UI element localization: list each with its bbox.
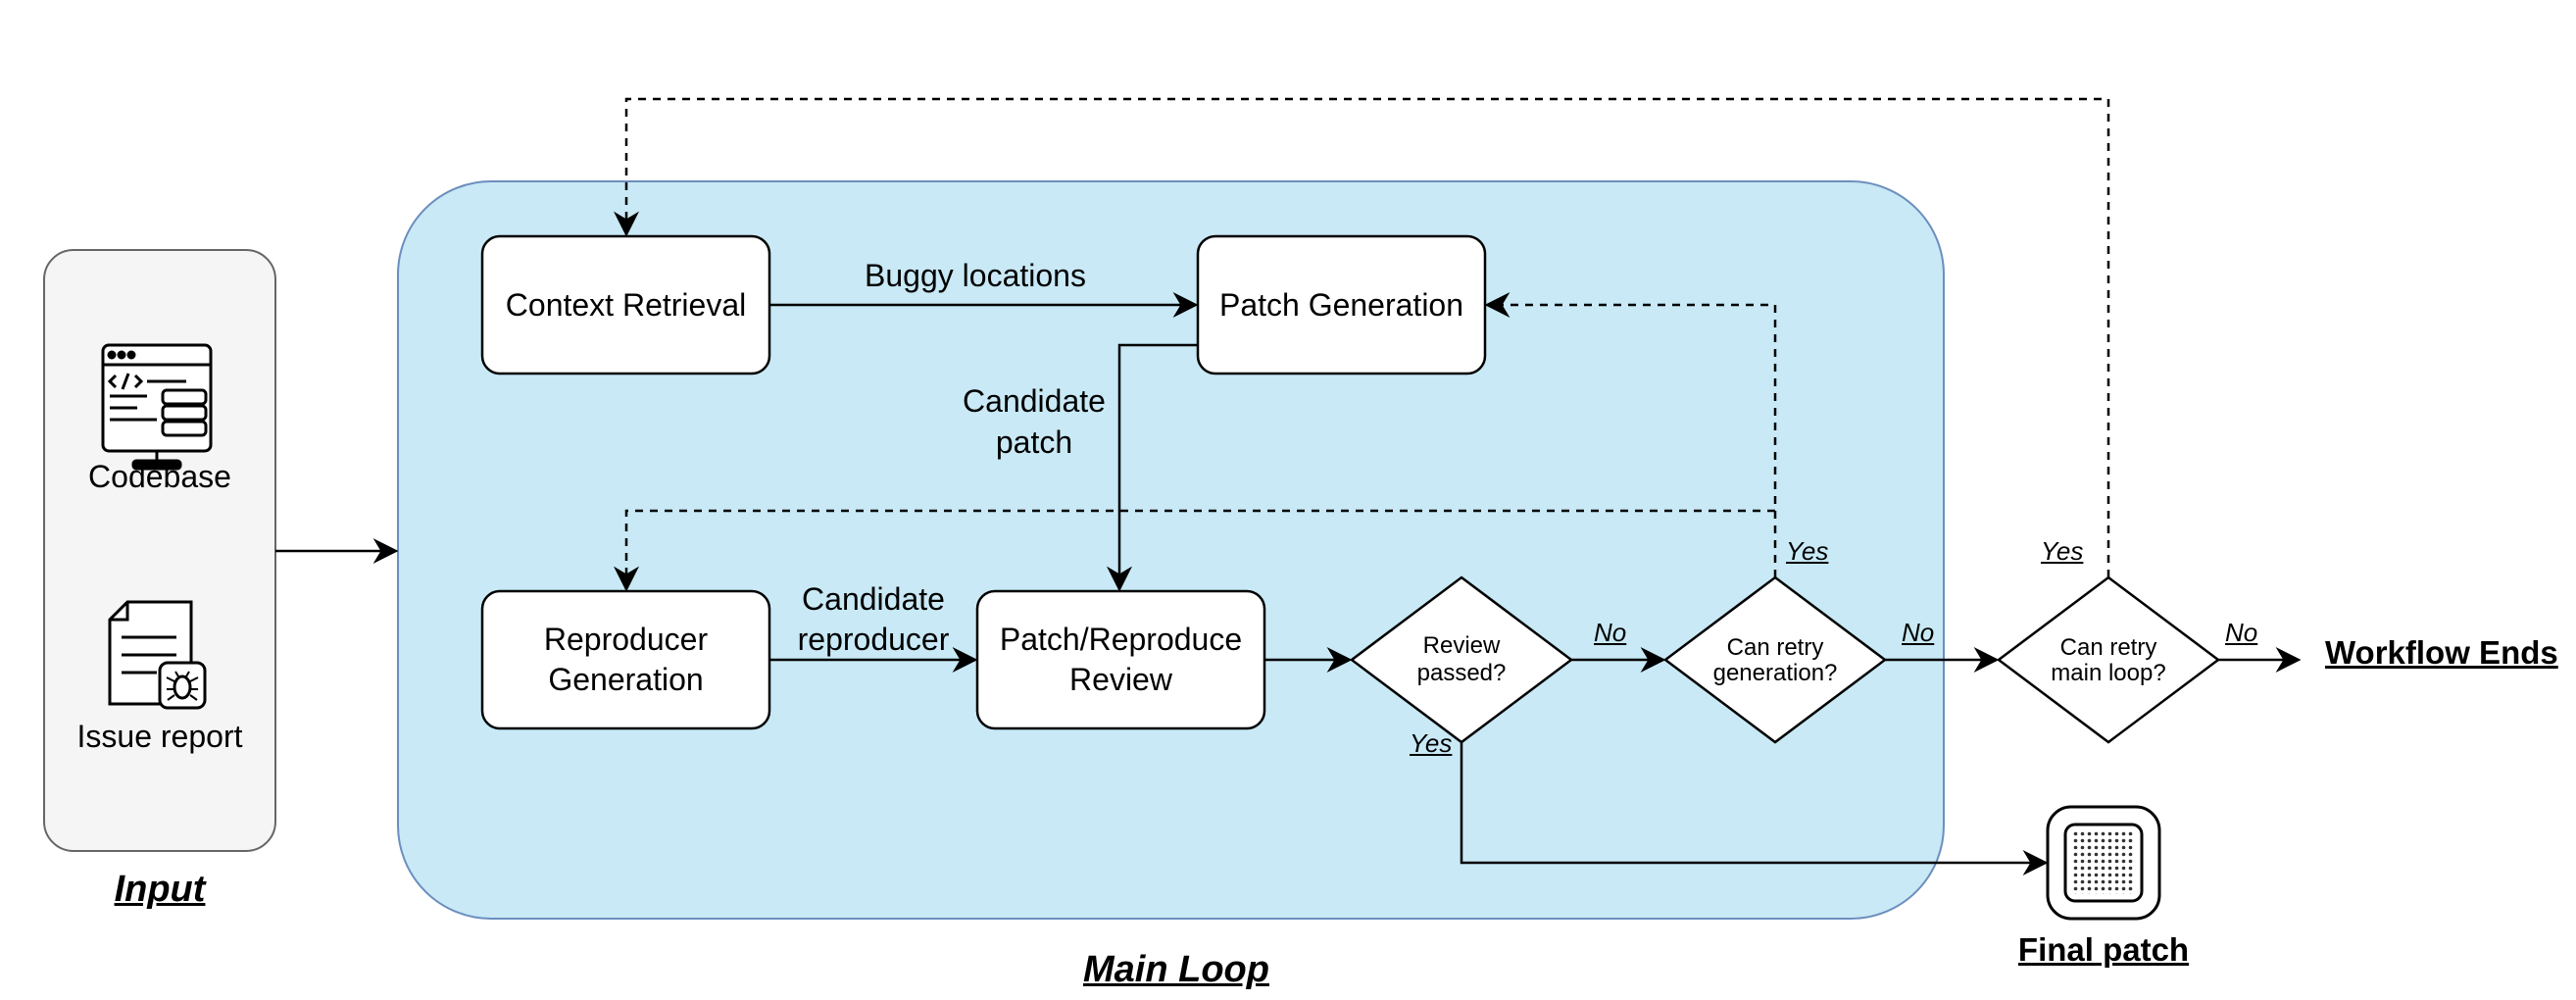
context-retrieval-label: Context Retrieval [505, 287, 747, 323]
retry-main-loop-label-line2: main loop? [2051, 660, 2166, 686]
retry-main-loop-label-line1: Can retry [2059, 634, 2157, 661]
retry-generation-label-line1: Can retry [1726, 634, 1824, 661]
retry-generation-decision [1662, 575, 1888, 744]
buggy-locations-label: Buggy locations [865, 258, 1086, 293]
reproducer-generation-label-line1: Reproducer [543, 622, 709, 657]
code-window-icon [101, 343, 213, 471]
edge-review-yes [1460, 742, 2049, 875]
edge-retry-main-yes [614, 97, 2110, 577]
patch-grid-icon [2046, 805, 2161, 921]
input-title: Input [114, 869, 206, 910]
edge-retry-gen-yes-reproducer [614, 509, 1775, 592]
candidate-reproducer-label-line1: Candidate [802, 581, 945, 617]
main-loop-title: Main Loop [1083, 949, 1269, 990]
patch-review-label-line2: Review [1069, 662, 1172, 697]
candidate-patch-label-line2: patch [995, 425, 1073, 460]
edge-patch-to-review [1107, 343, 1198, 592]
edge-retry-gen-yes-patch [1484, 292, 1777, 577]
issue-report-label: Issue report [76, 719, 243, 754]
retry-gen-no-label: No [1902, 618, 1935, 647]
workflow-ends-label: Workflow Ends [2325, 634, 2558, 671]
candidate-reproducer-label-line2: reproducer [797, 622, 950, 657]
patch-generation-label: Patch Generation [1218, 287, 1464, 323]
retry-generation-label-line2: generation? [1712, 660, 1838, 686]
review-yes-label: Yes [1410, 728, 1453, 758]
candidate-patch-label-line1: Candidate [963, 383, 1106, 419]
retry-main-no-label: No [2225, 618, 2258, 647]
retry-gen-yes-label: Yes [1786, 536, 1829, 566]
review-passed-label-line2: passed? [1416, 660, 1507, 686]
final-patch-label: Final patch [2017, 931, 2190, 968]
input-panel [43, 249, 276, 852]
patch-review-label-line1: Patch/Reproduce [999, 622, 1243, 657]
reproducer-generation-label-line2: Generation [548, 662, 704, 697]
review-passed-label-line1: Review [1422, 632, 1501, 659]
retry-main-loop-decision [1996, 575, 2221, 744]
codebase-label: Codebase [88, 459, 231, 494]
review-no-label: No [1594, 618, 1627, 647]
retry-main-yes-label: Yes [2041, 536, 2084, 566]
bug-report-document-icon [108, 600, 207, 710]
